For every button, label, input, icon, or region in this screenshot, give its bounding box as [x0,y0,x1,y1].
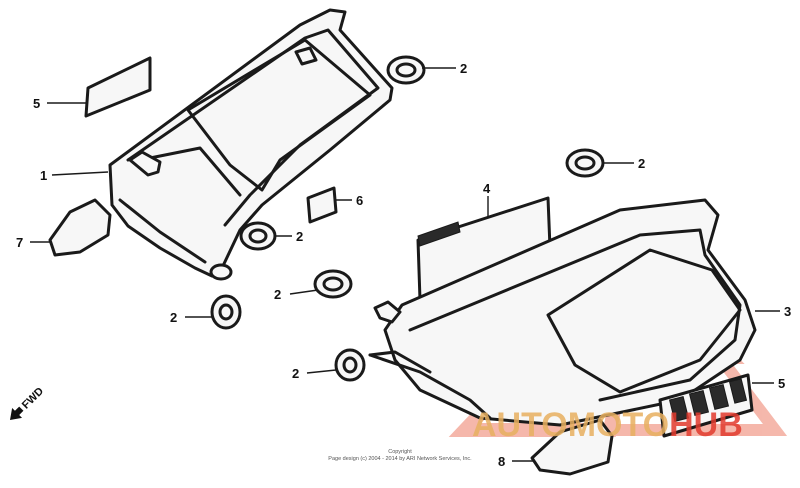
callout-5-upper: 5 [33,96,40,111]
callout-8: 8 [498,454,505,469]
fwd-label: FWD [20,385,46,411]
part-7-pad [48,198,112,257]
part-3-side-cover [368,198,757,427]
copyright-line-1: Copyright [388,449,412,455]
watermark-part-2: MOTO [568,406,669,444]
callout-3: 3 [784,304,791,319]
callout-5-lower: 5 [778,376,785,391]
callout-2-mid: 2 [296,229,303,244]
fwd-direction-indicator: FWD [10,385,46,420]
fwd-arrow-icon [10,406,24,420]
grommet-2e [210,294,242,330]
copyright-line-2: Page design (c) 2004 - 2014 by ARI Netwo… [328,456,472,462]
callout-2-bottom: 2 [292,366,299,381]
watermark-part-3: HUB [669,406,743,444]
part-5-upper-emblem [84,56,152,118]
callout-labels: 5 1 2 2 2 2 2 2 3 4 5 6 7 8 [16,61,791,469]
watermark-part-1: AUTO [472,406,568,444]
grommet-2a [386,55,426,85]
callout-1: 1 [40,168,47,183]
part-1-front-cover [108,8,394,281]
copyright-notice: Copyright Page design (c) 2004 - 2014 by… [328,449,472,462]
grommet-2b [565,148,605,178]
watermark-wordmark: AUTOMOTOHUB [472,406,743,444]
callout-2-left: 2 [170,310,177,325]
svg-text:AUTOMOTOHUB: AUTOMOTOHUB [472,406,743,444]
callout-2-right: 2 [638,156,645,171]
part-4-sheet [416,196,552,302]
grommet-2f [334,348,366,382]
grommet-2d [313,269,353,299]
callout-6: 6 [356,193,363,208]
callout-7: 7 [16,235,23,250]
leader-lines [30,67,780,462]
callout-2-center: 2 [274,287,281,302]
part-5-lower-emblem [658,373,754,438]
part-8-pad [530,418,614,476]
grommet-2c [239,221,277,251]
callout-4: 4 [483,181,491,196]
part-6-label [306,186,338,224]
callout-2-top: 2 [460,61,467,76]
